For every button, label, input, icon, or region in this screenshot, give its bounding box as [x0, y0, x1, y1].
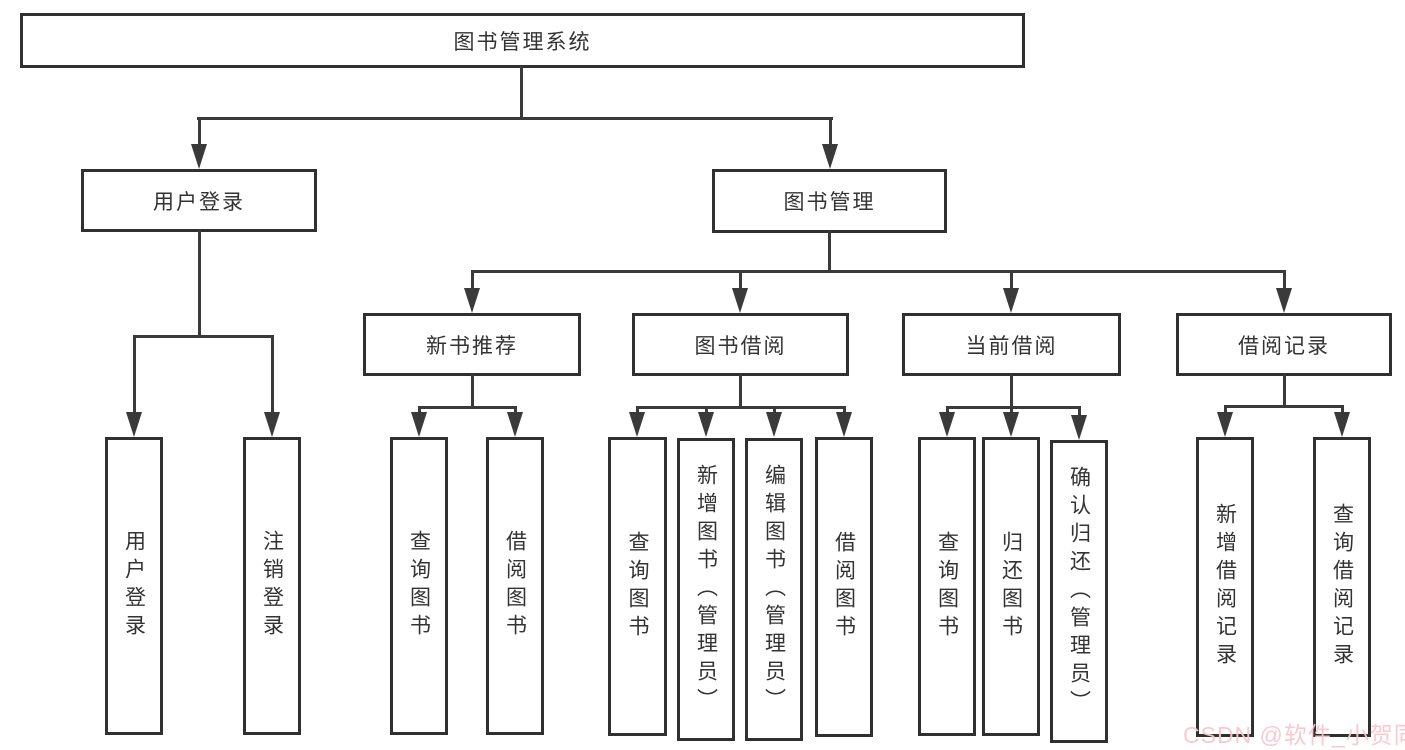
leaf-cb-return-books-label: 归还图书: [999, 530, 1023, 643]
leaf-nb-query-books: 查询图书: [390, 437, 448, 735]
leaf-cb-query-books: 查询图书: [918, 437, 976, 736]
leaf-br-query-record: 查询借阅记录: [1313, 437, 1371, 737]
leaf-cb-return-books: 归还图书: [982, 437, 1040, 736]
arrow-br-leaf-2: [1334, 412, 1350, 437]
leaf-user-login-label: 用户登录: [122, 530, 146, 642]
node-new-books-label: 新书推荐: [426, 334, 518, 358]
node-user-login: 用户登录: [81, 169, 317, 232]
leaf-cb-confirm-return-admin-label: 确认归还（管理员）: [1067, 465, 1091, 718]
arrow-to-current-borrow: [1003, 288, 1019, 313]
leaf-br-add-record-label: 新增借阅记录: [1213, 503, 1237, 671]
connector-user-login-stem: [198, 230, 201, 337]
node-book-borrow: 图书借阅: [632, 313, 849, 376]
leaf-br-add-record: 新增借阅记录: [1196, 437, 1254, 737]
connector-root-shaft-left: [198, 117, 201, 149]
arrow-bb-leaf-1: [629, 412, 645, 437]
leaf-nb-borrow-books-label: 借阅图书: [503, 530, 527, 642]
leaf-user-login: 用户登录: [105, 437, 163, 735]
connector-book-mgmt-shaft-2: [739, 270, 742, 292]
connector-current-borrow-shaft-3: [1078, 406, 1081, 418]
arrow-to-book-borrow: [732, 288, 748, 313]
arrow-cb-leaf-2: [1003, 412, 1019, 437]
connector-book-mgmt-branch: [471, 270, 1285, 273]
connector-borrow-records-shaft-1: [1224, 405, 1227, 417]
connector-current-borrow-stem: [1010, 374, 1013, 409]
connector-root-shaft-right: [829, 117, 832, 149]
connector-book-mgmt-shaft-4: [1283, 270, 1286, 292]
connector-user-login-shaft-1: [133, 335, 136, 417]
connector-new-books-stem: [471, 374, 474, 409]
node-user-login-label: 用户登录: [153, 190, 245, 214]
node-borrow-records: 借阅记录: [1176, 313, 1392, 376]
leaf-bb-borrow-books: 借阅图书: [815, 437, 873, 737]
leaf-cb-confirm-return-admin: 确认归还（管理员）: [1050, 440, 1108, 743]
connector-borrow-records-stem: [1283, 374, 1286, 408]
node-borrow-records-label: 借阅记录: [1238, 334, 1330, 358]
arrow-to-book-management: [822, 144, 838, 169]
leaf-bb-borrow-books-label: 借阅图书: [832, 531, 856, 643]
arrow-nb-leaf-2: [507, 412, 523, 437]
node-new-books: 新书推荐: [363, 313, 581, 376]
node-current-borrow-label: 当前借阅: [965, 334, 1058, 358]
csdn-watermark: CSDN @软件_小贺同学: [1183, 722, 1405, 748]
leaf-bb-query-books: 查询图书: [608, 437, 667, 736]
leaf-cb-query-books-label: 查询图书: [935, 530, 959, 643]
leaf-logout: 注销登录: [243, 437, 301, 735]
connector-book-mgmt-shaft-3: [1010, 270, 1013, 292]
leaf-br-query-record-label: 查询借阅记录: [1330, 503, 1354, 671]
leaf-logout-label: 注销登录: [260, 530, 284, 642]
arrow-to-user-login: [191, 144, 207, 169]
leaf-bb-query-books-label: 查询图书: [626, 530, 650, 643]
connector-borrow-records-branch: [1224, 405, 1344, 408]
connector-current-borrow-branch: [946, 406, 1081, 409]
node-book-management: 图书管理: [712, 169, 947, 233]
connector-book-mgmt-stem: [828, 231, 831, 272]
connector-book-borrow-stem: [739, 374, 742, 409]
arrow-nb-leaf-1: [411, 412, 427, 437]
leaf-nb-query-books-label: 查询图书: [407, 530, 431, 642]
connector-borrow-records-shaft-2: [1341, 405, 1344, 417]
arrow-bb-leaf-2: [698, 412, 714, 437]
arrow-bb-leaf-3: [766, 412, 782, 437]
arrow-to-borrow-records: [1276, 288, 1292, 313]
connector-user-login-shaft-2: [271, 335, 274, 417]
leaf-bb-edit-books-admin-label: 编辑图书（管理员）: [762, 463, 786, 716]
node-root: 图书管理系统: [20, 13, 1025, 68]
arrow-br-leaf-1: [1217, 412, 1233, 437]
leaf-nb-borrow-books: 借阅图书: [486, 437, 544, 735]
leaf-bb-edit-books-admin: 编辑图书（管理员）: [745, 438, 803, 741]
node-book-management-label: 图书管理: [783, 191, 876, 214]
node-book-borrow-label: 图书借阅: [694, 334, 787, 358]
arrow-to-leaf-logout: [264, 412, 280, 437]
connector-root-stem: [520, 66, 523, 119]
arrow-bb-leaf-4: [836, 412, 852, 437]
connector-book-mgmt-shaft-1: [471, 270, 474, 292]
connector-new-books-branch: [418, 406, 517, 409]
node-current-borrow: 当前借阅: [902, 313, 1121, 376]
leaf-bb-add-books-admin-label: 新增图书（管理员）: [694, 463, 718, 716]
connector-book-borrow-branch: [636, 406, 845, 409]
node-root-label: 图书管理系统: [453, 30, 592, 54]
arrow-to-new-books: [464, 288, 480, 313]
connector-root-branch: [197, 117, 833, 120]
arrow-to-leaf-user-login: [126, 412, 142, 437]
arrow-cb-leaf-3: [1071, 415, 1087, 440]
connector-user-login-branch: [133, 335, 274, 338]
arrow-cb-leaf-1: [939, 412, 955, 437]
leaf-bb-add-books-admin: 新增图书（管理员）: [677, 438, 735, 741]
